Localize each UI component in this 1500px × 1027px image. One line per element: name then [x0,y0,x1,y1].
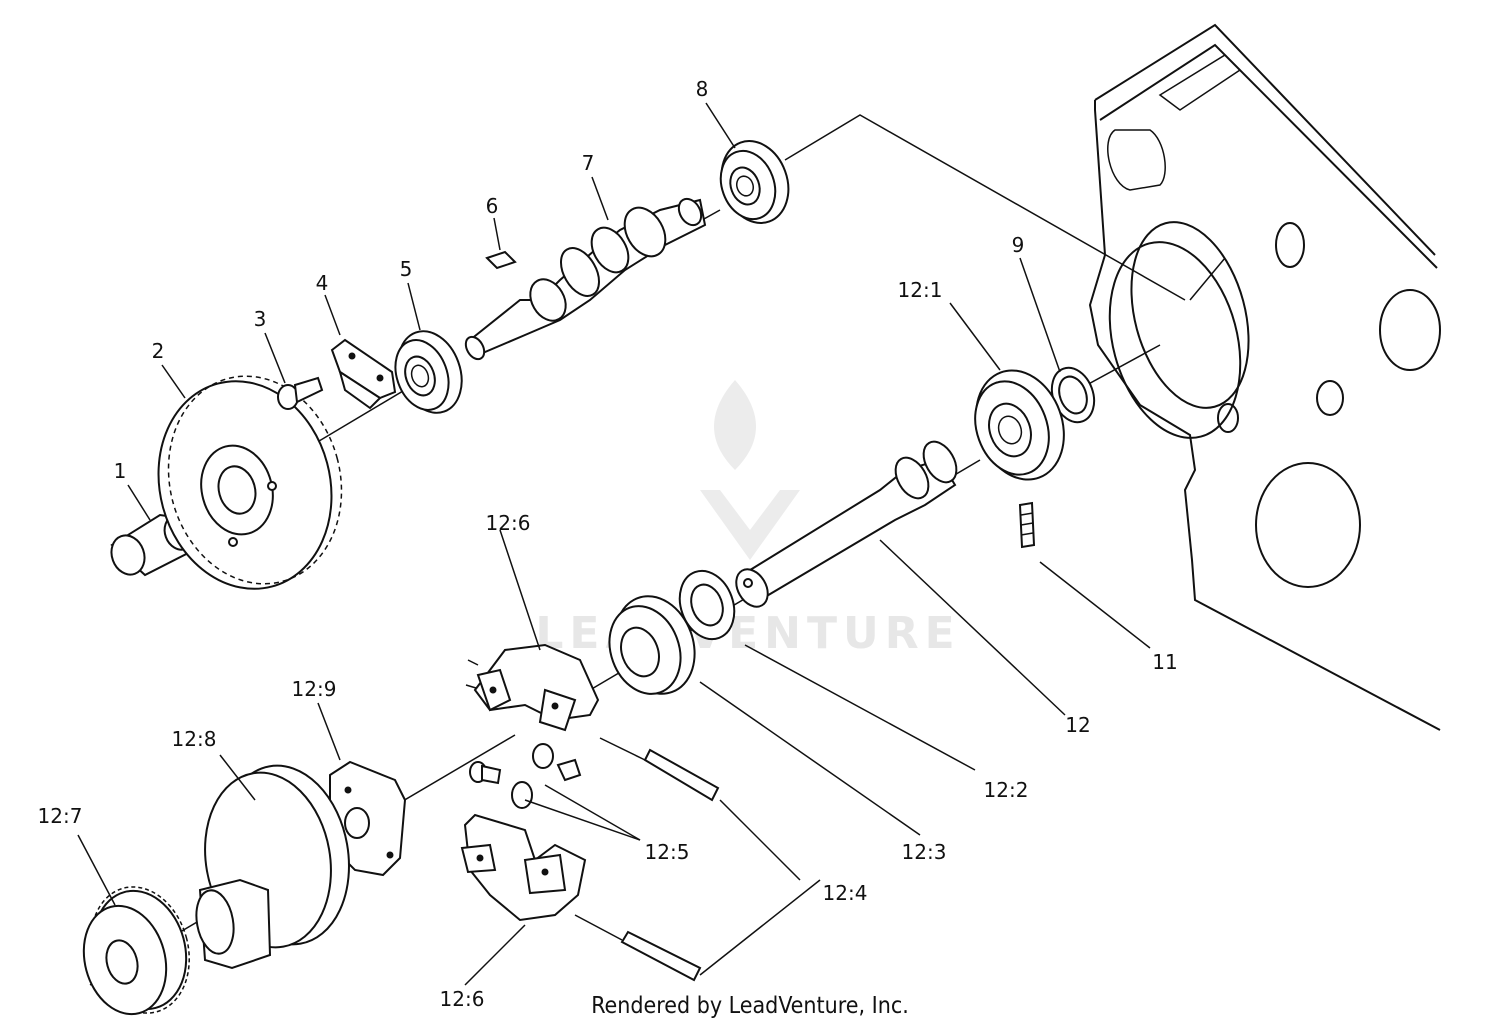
callout-12: 12 [1065,713,1090,737]
callout-9: 9 [1012,233,1025,257]
callout-12-2: 12:2 [984,778,1029,802]
part-3-bolt [277,376,324,410]
part-6-key [485,250,517,270]
callout-4: 4 [316,271,329,295]
part-12-7-drive-gear [82,886,190,1016]
part-12-5-nuts [469,743,582,809]
callout-8: 8 [696,77,709,101]
part-12-1-bearing [974,369,1065,481]
callout-labels: 1 2 3 4 5 6 7 8 9 11 12 12:1 12:2 12:3 1… [38,77,1178,1011]
part-2-cam-gear [157,375,343,590]
leader-lines [77,102,1151,986]
callout-12-6-upper: 12:6 [486,511,531,535]
callout-12-7: 12:7 [38,804,83,828]
part-12-governor-shaft [735,440,958,608]
engine-housing [1088,23,1441,731]
callout-5: 5 [400,257,413,281]
part-7-camshaft [464,197,707,361]
callout-12-3: 12:3 [902,840,947,864]
watermark: LEADVENTURE [535,380,960,659]
part-9-snap-ring [1050,366,1096,424]
callout-1: 1 [114,459,127,483]
part-12-8-governor-cup [195,764,350,970]
callout-12-5: 12:5 [645,840,690,864]
callout-12-4: 12:4 [823,881,868,905]
callout-12-8: 12:8 [172,727,217,751]
part-12-6-upper-weight [465,643,600,732]
part-12-4-lower-pin [574,914,702,982]
callout-12-6-lower: 12:6 [440,987,485,1011]
callout-12-9: 12:9 [292,677,337,701]
callout-2: 2 [152,339,165,363]
part-5-bearing [394,330,463,414]
part-12-6-lower-weight [460,813,587,922]
callout-3: 3 [254,307,267,331]
part-12-3-sleeve [608,595,696,695]
callout-7: 7 [582,151,595,175]
part-12-2-washer [678,569,736,641]
part-4-retaining-plate [330,338,397,410]
callout-11: 11 [1152,650,1177,674]
part-11-set-screw [1018,501,1036,549]
callout-6: 6 [486,194,499,218]
part-8-bearing [719,140,790,224]
rendered-by-credit: Rendered by LeadVenture, Inc. [591,993,909,1019]
watermark-text: LEADVENTURE [535,608,960,659]
callout-12-1: 12:1 [898,278,943,302]
part-12-4-upper-pin [599,737,720,802]
